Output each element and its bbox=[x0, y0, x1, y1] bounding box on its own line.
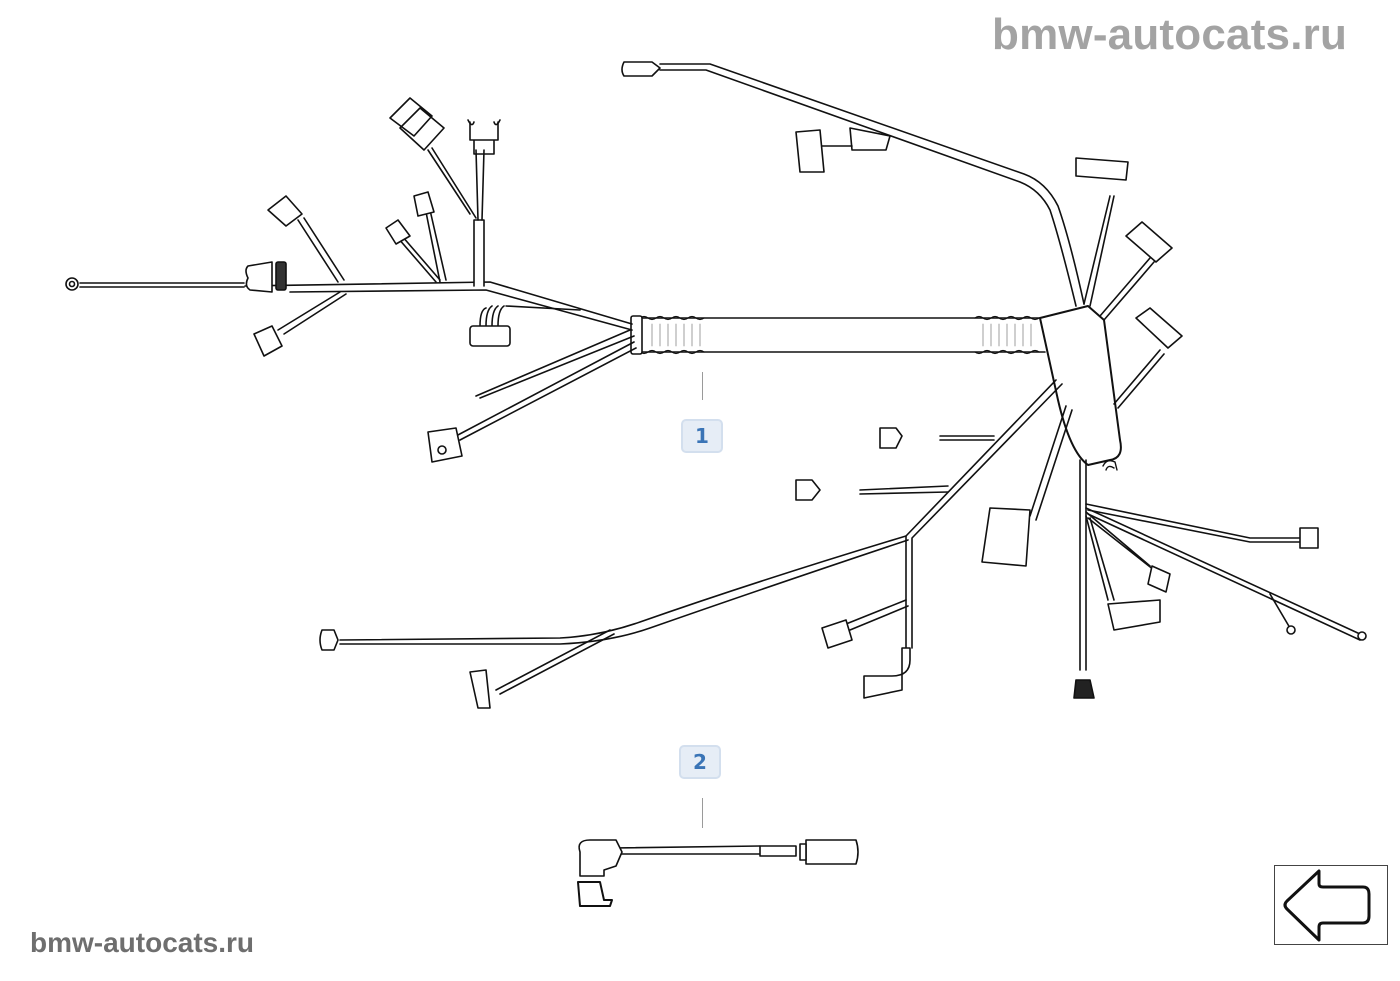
junction-block bbox=[1039, 305, 1122, 466]
arrow-left-icon bbox=[1283, 869, 1371, 942]
harness-part-1 bbox=[65, 61, 1367, 709]
back-button[interactable] bbox=[1274, 865, 1388, 945]
main-trunk bbox=[630, 315, 1046, 355]
watermark-bottom: bmw-autocats.ru bbox=[30, 927, 255, 958]
callout-2-leader-line bbox=[702, 798, 703, 828]
callout-1-leader-line bbox=[702, 372, 703, 400]
callout-2[interactable]: 2 bbox=[679, 745, 721, 779]
watermark-top: bmw-autocats.ru bbox=[992, 10, 1348, 59]
callout-1[interactable]: 1 bbox=[681, 419, 723, 453]
adapter-lead-part-2 bbox=[577, 839, 859, 907]
